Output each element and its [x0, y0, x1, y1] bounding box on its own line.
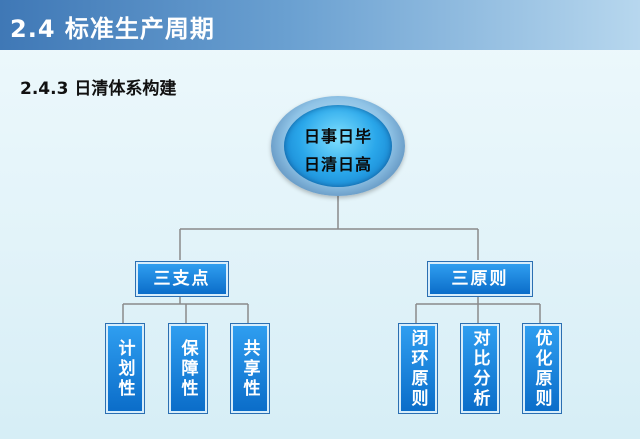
branch-node-three-pivots: 三支点	[136, 262, 228, 296]
leaf-node-comparison: 对比分析	[461, 324, 499, 413]
leaf-node-closed-loop: 闭环原则	[399, 324, 437, 413]
leaf-node-planning: 计划性	[106, 324, 144, 413]
branch-node-three-principles: 三原则	[428, 262, 532, 296]
leaf-node-assurance: 保障性	[169, 324, 207, 413]
leaf-node-optimization: 优化原则	[523, 324, 561, 413]
root-node	[284, 105, 392, 187]
section-subtitle: 2.4.3 日清体系构建	[20, 79, 177, 99]
page-title: 2.4 标准生产周期	[10, 15, 215, 43]
root-label-line-2: 日清日高	[303, 155, 372, 174]
root-label-line-1: 日事日毕	[303, 127, 372, 146]
title-bar: 2.4 标准生产周期	[0, 0, 640, 50]
leaf-node-sharing: 共享性	[231, 324, 269, 413]
